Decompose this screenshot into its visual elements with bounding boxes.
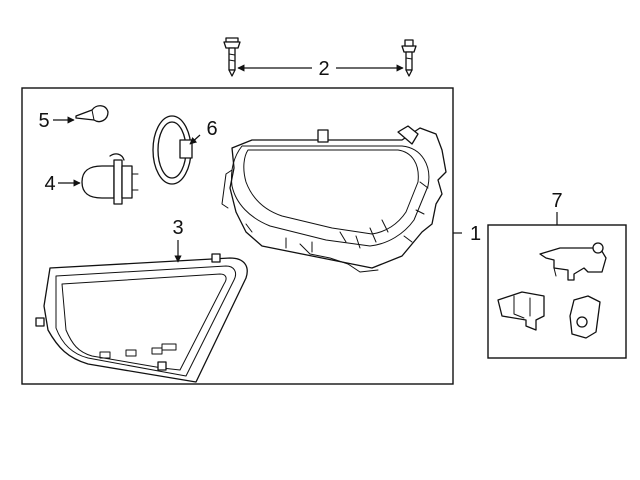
main-bulb [81,153,139,205]
callout-3: 3 [172,217,183,239]
mounting-bracket-left [497,291,545,331]
small-bulb [75,105,109,123]
callout-5: 5 [38,110,49,132]
callout-4: 4 [44,173,55,195]
bolt-left [223,37,241,77]
headlamp-assembly-frame [21,87,454,385]
headlamp-lens [35,253,248,383]
mounting-bracket-upper [539,242,607,281]
headlamp-housing [221,125,447,273]
dust-cap [152,115,193,185]
mounting-clip-right [569,295,601,339]
callout-6: 6 [206,118,217,140]
callout-7: 7 [551,190,562,212]
mounting-kit-frame [487,224,627,359]
leader-6 [189,134,201,145]
callout-1: 1 [470,223,481,245]
bolt-right [401,39,417,77]
callout-2: 2 [318,58,329,80]
